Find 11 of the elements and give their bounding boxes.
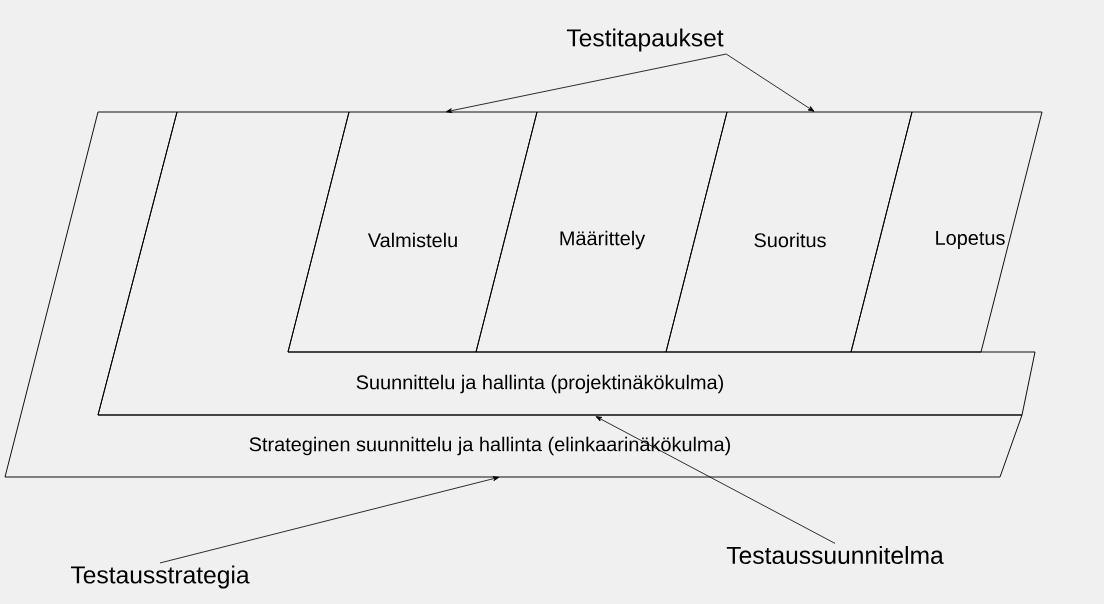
caption-text: Testausstrategia — [71, 565, 250, 589]
phase-box: Valmistelu — [287, 111, 538, 353]
phase-box: Lopetus — [850, 111, 1043, 353]
leader-arrow — [725, 53, 815, 112]
caption-text: Testitapaukset — [566, 28, 724, 52]
leader-arrow — [595, 416, 836, 544]
phase-box: Määrittely — [475, 111, 728, 353]
caption-text: Testaussuunnitelma — [726, 546, 944, 565]
leader-arrow — [159, 476, 500, 564]
leader-arrow — [445, 53, 727, 113]
phase-box: Suoritus — [665, 111, 913, 353]
